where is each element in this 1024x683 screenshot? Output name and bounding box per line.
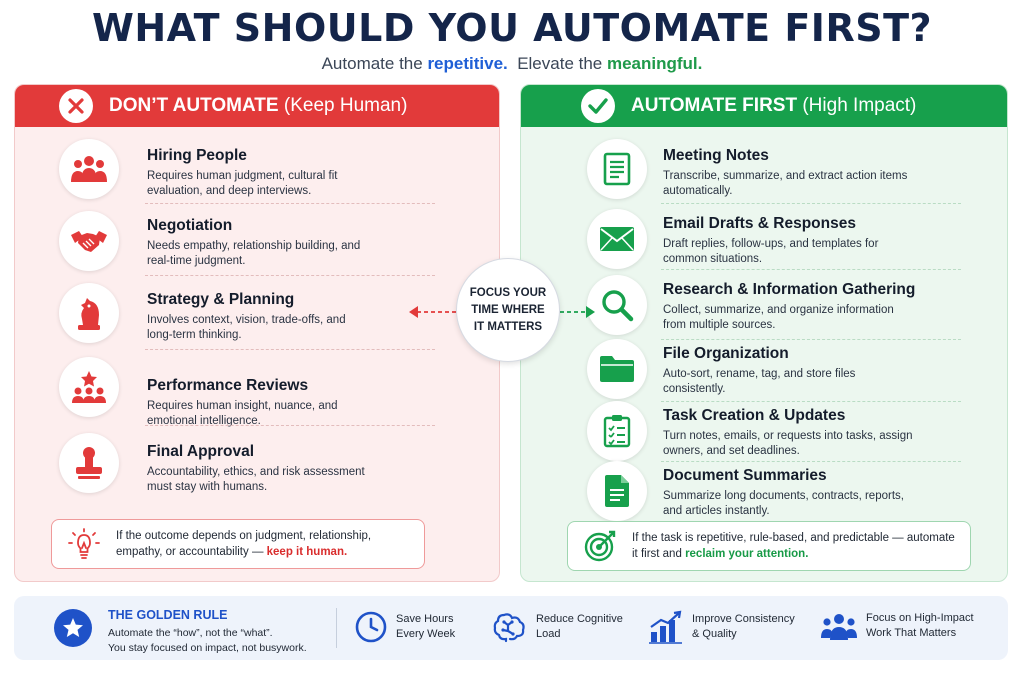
subtitle-word-meaningful: meaningful. [606,54,703,73]
team-icon [59,139,119,199]
divider [661,339,961,340]
item-title: Meeting Notes [663,147,769,164]
folder-icon [587,339,647,399]
item-title: Task Creation & Updates [663,407,846,424]
item-title: File Organization [663,345,789,362]
item-desc: Involves context, vision, trade-offs, an… [147,314,346,341]
page-title: WHAT SHOULD YOU AUTOMATE FIRST? [91,6,933,50]
item-desc: Collect, summarize, and organize informa… [663,304,894,331]
item-title: Document Summaries [663,467,827,484]
item-title: Negotiation [147,217,233,234]
callout-text: If the task is repetitive, rule-based, a… [632,532,955,560]
item-desc: Transcribe, summarize, and extract actio… [663,170,908,197]
benefit-line1: Focus on High-Impact [866,612,974,624]
checkmark-circle-icon [581,89,615,123]
item-title: Research & Information Gathering [663,281,916,298]
divider [661,401,961,402]
document-icon [587,461,647,521]
item-desc: Needs empathy, relationship building, an… [147,240,361,267]
benefit-line1: Reduce Cognitive [536,613,623,625]
envelope-icon [587,209,647,269]
item-title: Hiring People [147,147,247,164]
star-people-icon [59,357,119,417]
dont-automate-heading: DON’T AUTOMATE [109,95,279,116]
automate-first-callout: If the task is repetitive, rule-based, a… [567,521,971,571]
keep-human-callout: If the outcome depends on judgment, rela… [51,519,425,569]
dont-automate-header: DON’T AUTOMATE (Keep Human) [15,85,499,127]
subtitle-part2: Elevate the [507,54,607,73]
right-arrow-icon [560,306,595,318]
target-icon [578,529,622,563]
automate-first-header: AUTOMATE FIRST (High Impact) [521,85,1007,127]
golden-rule-line2: You stay focused on impact, not busywork… [108,642,307,654]
divider [661,461,961,462]
divider [145,349,435,350]
golden-rule-title: THE GOLDEN RULE [108,608,228,622]
focus-badge: FOCUS YOUR TIME WHERE IT MATTERS [456,258,560,362]
item-desc: Turn notes, emails, or requests into tas… [663,430,913,457]
focus-text: FOCUS YOUR TIME WHERE IT MATTERS [469,286,547,333]
automate-first-panel: AUTOMATE FIRST (High Impact) Meeting Not… [520,84,1008,582]
magnifier-icon [587,275,647,335]
benefit-line2: Every Week [396,628,456,640]
item-title: Email Drafts & Responses [663,215,856,232]
callout-text: If the outcome depends on judgment, rela… [116,530,372,558]
item-title: Strategy & Planning [147,291,295,308]
benefit-line2: & Quality [692,628,737,640]
bar-chart-icon [649,610,682,644]
item-desc: Requires human judgment, cultural fit ev… [147,170,338,197]
divider [336,608,337,648]
dont-automate-panel: DON’T AUTOMATE (Keep Human) Hiring Peopl… [14,84,500,582]
x-circle-icon [59,89,93,123]
item-desc: Draft replies, follow-ups, and templates… [663,238,879,265]
benefit-line1: Improve Consistency [692,613,795,625]
benefit-line2: Load [536,628,561,640]
subtitle-part1: Automate the [321,54,428,73]
benefit-line2: Work That Matters [866,627,957,639]
divider [145,425,435,426]
people-icon [821,614,857,640]
divider [145,203,435,204]
benefit-line1: Save Hours [396,613,454,625]
callout-emphasis: keep it human. [266,546,348,558]
golden-rule-bar: THE GOLDEN RULE Automate the “how”, not … [14,596,1008,660]
divider [661,203,961,204]
item-desc: Accountability, ethics, and risk assessm… [147,466,365,493]
star-icon [54,609,92,647]
stamp-icon [59,433,119,493]
item-desc: Auto-sort, rename, tag, and store files … [663,368,856,395]
divider [145,275,435,276]
notes-icon [587,139,647,199]
automate-first-heading: AUTOMATE FIRST [631,95,798,116]
item-desc: Summarize long documents, contracts, rep… [663,490,904,517]
clock-icon [355,611,387,643]
left-arrow-icon [409,306,456,318]
divider [661,269,961,270]
dont-automate-heading-rest: (Keep Human) [278,95,408,116]
golden-rule-line1: Automate the “how”, not the “what”. [108,627,273,639]
brain-icon [493,613,525,643]
item-title: Performance Reviews [147,377,309,394]
handshake-icon [59,211,119,271]
chess-knight-icon [59,283,119,343]
lightbulb-icon [62,527,106,561]
item-desc: Requires human insight, nuance, and emot… [147,400,338,427]
clipboard-checklist-icon [587,401,647,461]
callout-emphasis: reclaim your attention. [685,548,809,560]
benefit-consistency: Improve Consistency & Quality [648,610,795,644]
automate-first-heading-rest: (High Impact) [797,95,917,116]
page-subtitle: Automate the repetitive. Elevate the mea… [0,54,1024,74]
subtitle-word-repetitive: repetitive. [427,54,508,73]
item-title: Final Approval [147,443,255,460]
